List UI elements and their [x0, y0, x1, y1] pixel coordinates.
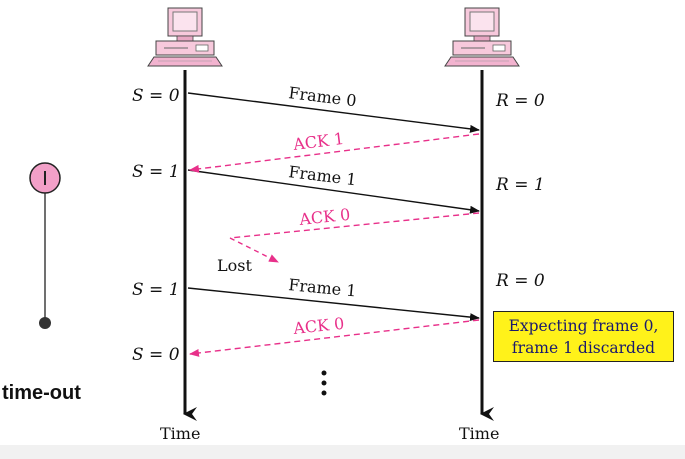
lost-label: Lost [217, 256, 252, 275]
frame-1-retransmit-label: Frame 1 [288, 275, 358, 300]
receiver-state: R = 1 [495, 175, 545, 195]
sender-time-label: Time [160, 424, 200, 443]
sender-computer-icon [147, 7, 223, 67]
ack-0-lost-arrow [229, 212, 480, 239]
frame-0-label: Frame 0 [288, 83, 358, 110]
sender-state: S = 1 [132, 280, 180, 300]
bottom-strip [0, 445, 685, 459]
receiver-time-label: Time [459, 424, 499, 443]
receiver-state: R = 0 [495, 271, 545, 291]
receiver-state: R = 0 [495, 91, 545, 111]
ack-1-label: ACK 1 [291, 129, 345, 154]
ack-0-resend-arrow [189, 319, 480, 357]
frame-0-arrow [187, 92, 480, 133]
ack-0-label: ACK 0 [297, 205, 351, 229]
timeout-label: time-out [2, 382, 81, 404]
ack-0-resend-label: ACK 0 [291, 314, 345, 338]
ack-1-arrow [189, 133, 480, 173]
ellipsis-icon [321, 370, 327, 396]
frame-1-arrow [187, 169, 480, 214]
discard-note-line2: frame 1 discarded [511, 339, 656, 357]
sender-state: S = 1 [132, 162, 180, 182]
receiver-computer-icon [444, 7, 520, 67]
timer-icon [29, 162, 61, 329]
frame-1-retransmit-arrow [187, 287, 480, 322]
discard-note: Expecting frame 0, frame 1 discarded [493, 311, 674, 362]
discard-note-line1: Expecting frame 0, [508, 317, 659, 335]
sender-state: S = 0 [132, 86, 180, 106]
sender-state: S = 0 [132, 345, 180, 365]
